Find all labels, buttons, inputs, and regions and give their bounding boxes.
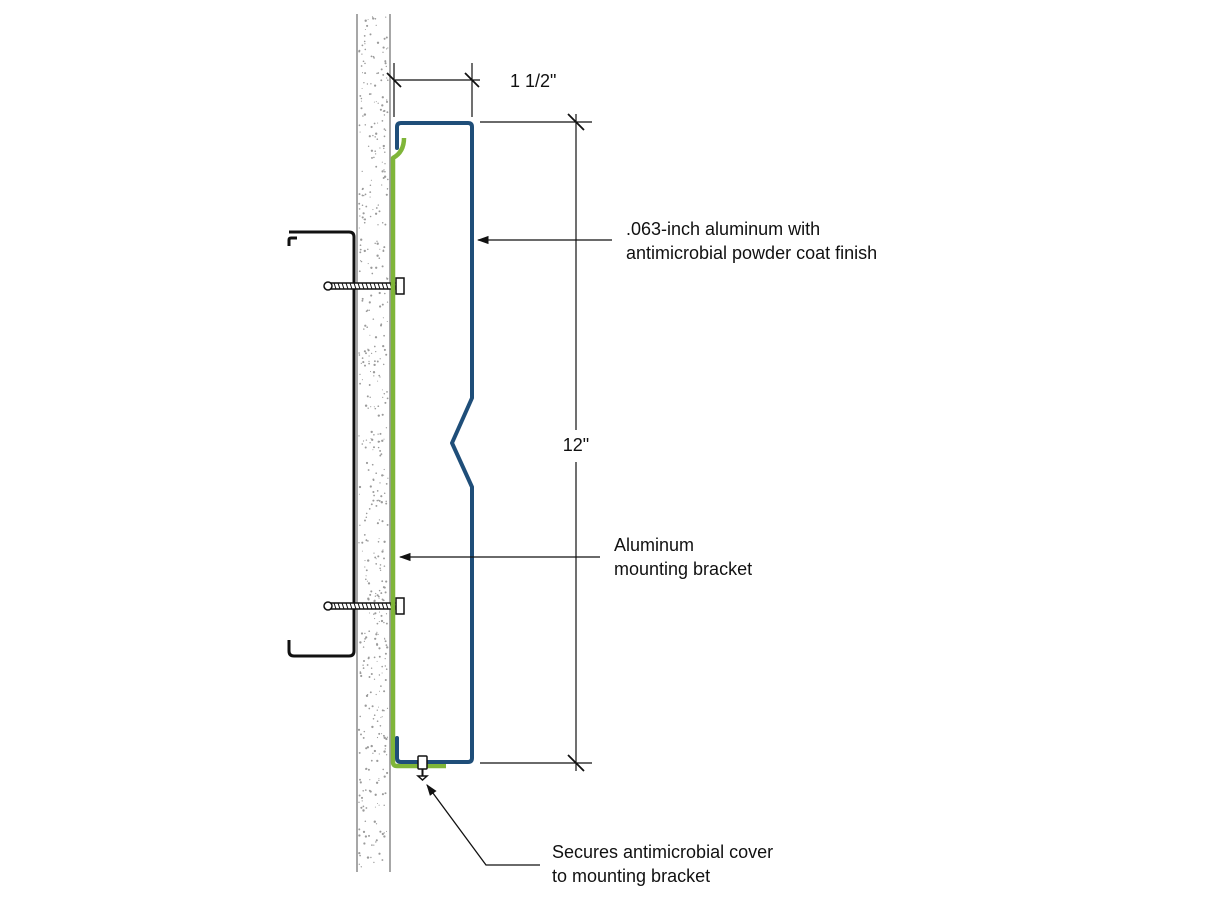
dimension-depth: 1 1/2" bbox=[386, 63, 556, 117]
dimension-height-label: 12" bbox=[563, 435, 589, 455]
callout-cover-line2: antimicrobial powder coat finish bbox=[626, 243, 877, 263]
wall-fill bbox=[357, 14, 390, 872]
callout-cover-line1: .063-inch aluminum with bbox=[626, 219, 820, 239]
callout-bracket: Aluminum mounting bracket bbox=[398, 535, 752, 579]
callout-bracket-line2: mounting bracket bbox=[614, 559, 752, 579]
callout-bracket-line1: Aluminum bbox=[614, 535, 694, 555]
callout-fastener: Secures antimicrobial cover to mounting … bbox=[426, 784, 773, 886]
dimension-height: 12" bbox=[480, 113, 592, 772]
callout-fastener-line1: Secures antimicrobial cover bbox=[552, 842, 773, 862]
securing-fastener bbox=[416, 755, 429, 782]
cover-profile bbox=[395, 121, 474, 764]
wall-concrete-texture bbox=[357, 16, 389, 868]
wall-section bbox=[356, 14, 391, 872]
callout-cover: .063-inch aluminum with antimicrobial po… bbox=[476, 219, 877, 263]
mounting-bracket bbox=[390, 137, 446, 769]
rear-channel bbox=[287, 230, 356, 658]
dimension-depth-label: 1 1/2" bbox=[510, 71, 556, 91]
callout-fastener-line2: to mounting bracket bbox=[552, 866, 710, 886]
